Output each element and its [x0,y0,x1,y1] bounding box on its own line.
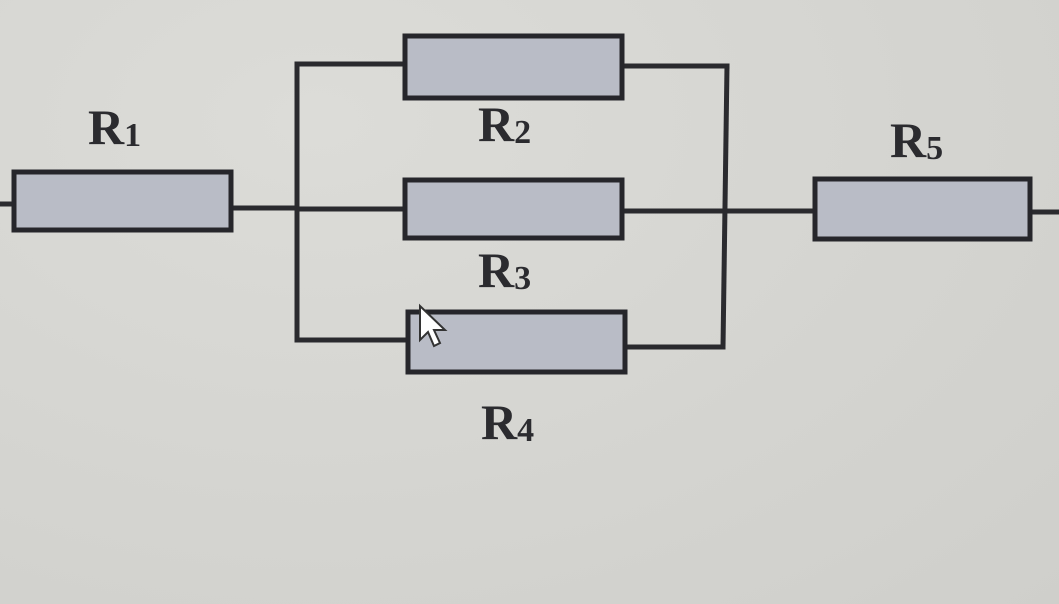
mouse-pointer-icon [419,303,448,348]
label-r5: R5 [890,112,943,168]
label-r1: R1 [88,99,141,155]
label-r2: R2 [478,96,531,152]
wire-right-bus [720,63,730,350]
resistor-r2 [402,33,625,101]
wires [0,61,1059,350]
resistor-r1 [11,169,234,233]
resistor-r4 [405,309,628,375]
resistor-r3 [402,177,625,241]
resistor-r5 [812,176,1033,242]
label-r3: R3 [478,242,531,298]
label-r4: R4 [481,394,534,450]
